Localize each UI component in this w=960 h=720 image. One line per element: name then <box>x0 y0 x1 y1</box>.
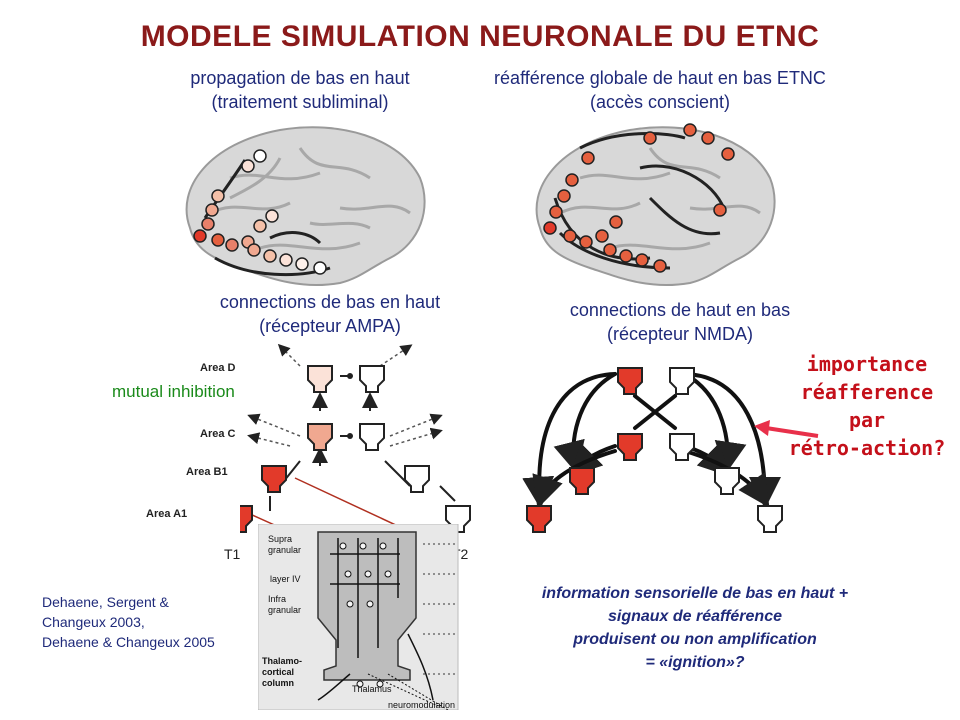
right-brain-nodes <box>543 123 735 273</box>
right-connections-line1: connections de haut en bas <box>569 300 791 320</box>
conclusion-text: information sensorielle de bas en haut +… <box>485 582 905 674</box>
mutual-inhibition-label: mutual inhibition <box>112 382 235 401</box>
area-c-label: Area C <box>200 428 236 440</box>
left-brain-diagram <box>185 126 426 287</box>
references: Dehaene, Sergent & Changeux 2003, Dehaen… <box>42 592 215 652</box>
reafference-note: importance réafference par rétro-action? <box>782 350 952 462</box>
reafference-note-line1: importance <box>806 352 928 376</box>
thalamus-label: Thalamus <box>352 684 392 694</box>
reafference-note-line4: rétro-action? <box>788 436 946 460</box>
page-title: MODELE SIMULATION NEURONALE DU ETNC <box>140 20 820 53</box>
right-connections-caption: connections de haut en bas (récepteur NM… <box>530 298 830 346</box>
left-connections-line1: connections de bas en haut <box>219 292 441 312</box>
thalamocortical-column-diagram <box>258 524 459 710</box>
conclusion-line1: information sensorielle de bas en haut + <box>541 585 849 602</box>
neuromodulation-label: neuromodulation <box>388 700 456 710</box>
conclusion-line2: signaux de réafférence <box>607 608 782 625</box>
area-b1-label: Area B1 <box>186 466 228 478</box>
left-brain-caption: propagation de bas en haut (traitement s… <box>150 66 450 114</box>
reafference-note-line3: par <box>848 408 886 432</box>
t1-label: T1 <box>224 546 241 562</box>
left-connections-line2: (récepteur AMPA) <box>259 316 401 336</box>
top-down-network-diagram <box>522 367 783 533</box>
thalamocortical-label: Thalamo- cortical column <box>262 656 303 688</box>
area-d-label: Area D <box>200 362 236 374</box>
bottom-up-network-diagram <box>240 343 471 542</box>
right-connections-line2: (récepteur NMDA) <box>606 324 754 344</box>
right-brain-caption: réafférence globale de haut en bas ETNC … <box>450 66 870 114</box>
reference-line1: Dehaene, Sergent & <box>42 594 169 610</box>
left-caption-line1: propagation de bas en haut <box>190 68 410 88</box>
conclusion-line4: = «ignition»? <box>645 654 745 671</box>
red-arrow-icon <box>754 420 819 438</box>
conclusion-line3: produisent ou non amplification <box>573 631 817 648</box>
area-a1-label: Area A1 <box>146 508 188 520</box>
left-caption-line2: (traitement subliminal) <box>211 92 389 112</box>
layer-iv-label: layer IV <box>270 574 301 584</box>
right-caption-line2: (accès conscient) <box>589 92 731 112</box>
reafference-note-line2: réafference <box>800 380 934 404</box>
right-caption-line1: réafférence globale de haut en bas ETNC <box>494 68 826 88</box>
supra-granular-label: Supra granular <box>268 534 302 555</box>
reference-line2: Changeux 2003, <box>42 614 145 630</box>
right-brain-diagram <box>535 123 776 287</box>
left-connections-caption: connections de bas en haut (récepteur AM… <box>170 290 490 338</box>
infra-granular-label: Infra granular <box>268 594 302 615</box>
left-brain-nodes <box>193 149 327 275</box>
reference-line3: Dehaene & Changeux 2005 <box>42 634 215 650</box>
